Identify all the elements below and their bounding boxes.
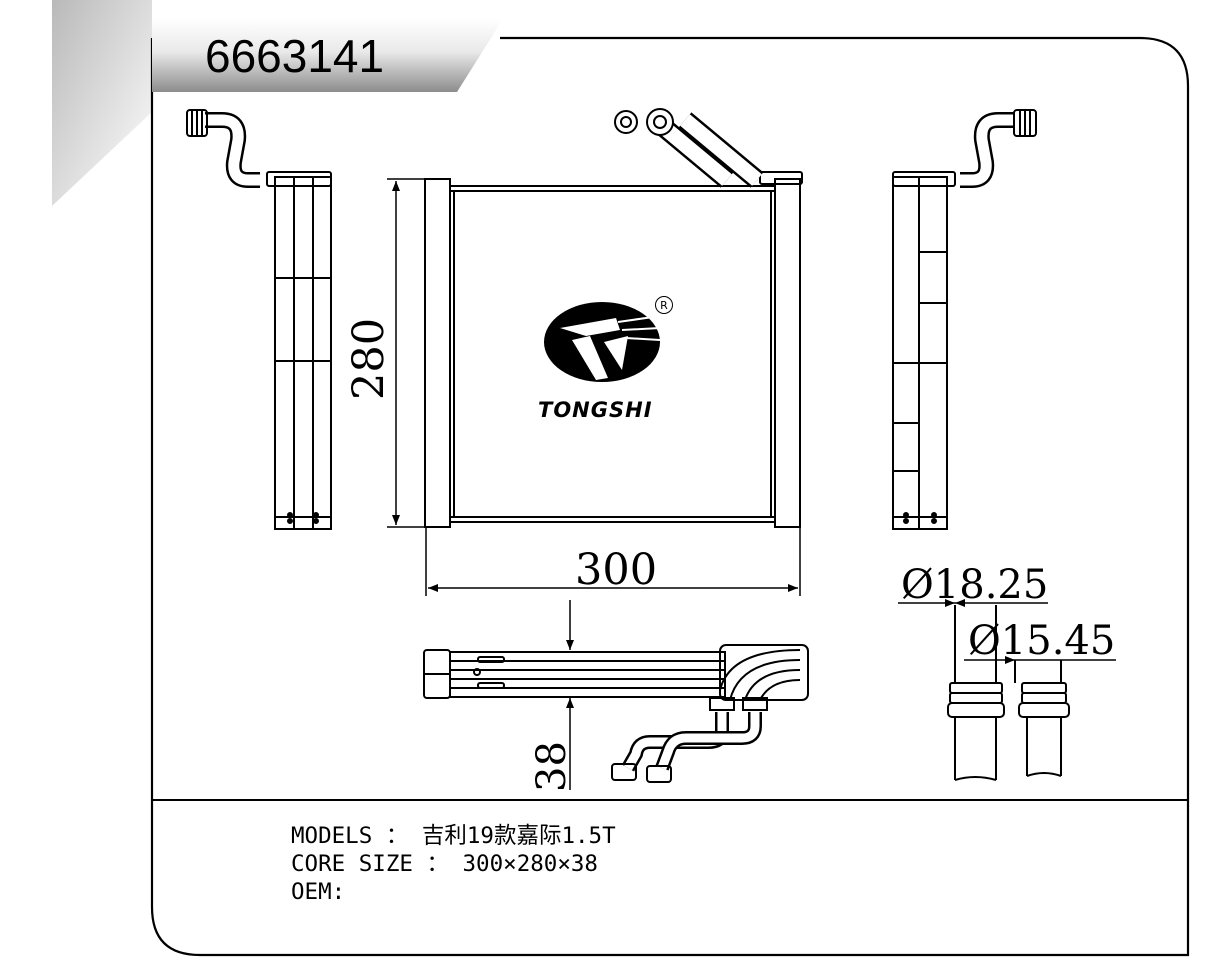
bottom-view xyxy=(423,644,809,783)
tongshi-logo-icon xyxy=(544,302,661,382)
spec-models: MODELS ： 吉利19款嘉际1.5T xyxy=(291,823,616,849)
corner-decoration xyxy=(52,0,152,206)
left-side-view xyxy=(186,109,332,530)
height-dimension: 280 xyxy=(344,317,394,400)
drawing-frame xyxy=(150,36,1190,957)
pipe-fitting-small xyxy=(1014,660,1070,777)
depth-dimension: 38 xyxy=(529,741,575,792)
pipe-dimension-arrows xyxy=(945,599,1015,664)
part-number: 6663141 xyxy=(205,30,385,82)
pipe-fitting-large xyxy=(947,605,1005,781)
pipe-inner-diameter: Ø15.45 xyxy=(968,618,1116,664)
spec-oem: OEM: xyxy=(291,879,346,905)
part-number-tab xyxy=(152,19,503,92)
front-view xyxy=(424,108,803,528)
dimension-lines xyxy=(387,178,1116,790)
right-side-view xyxy=(892,109,1037,530)
spec-block: MODELS ： 吉利19款嘉际1.5T CORE SIZE ： 300×280… xyxy=(291,822,616,906)
spec-core-size: CORE SIZE ： 300×280×38 xyxy=(291,851,598,877)
registered-mark-icon: R xyxy=(655,296,673,314)
width-dimension: 300 xyxy=(575,545,658,595)
pipe-outer-diameter: Ø18.25 xyxy=(901,562,1049,608)
brand-name: TONGSHI xyxy=(538,398,653,422)
